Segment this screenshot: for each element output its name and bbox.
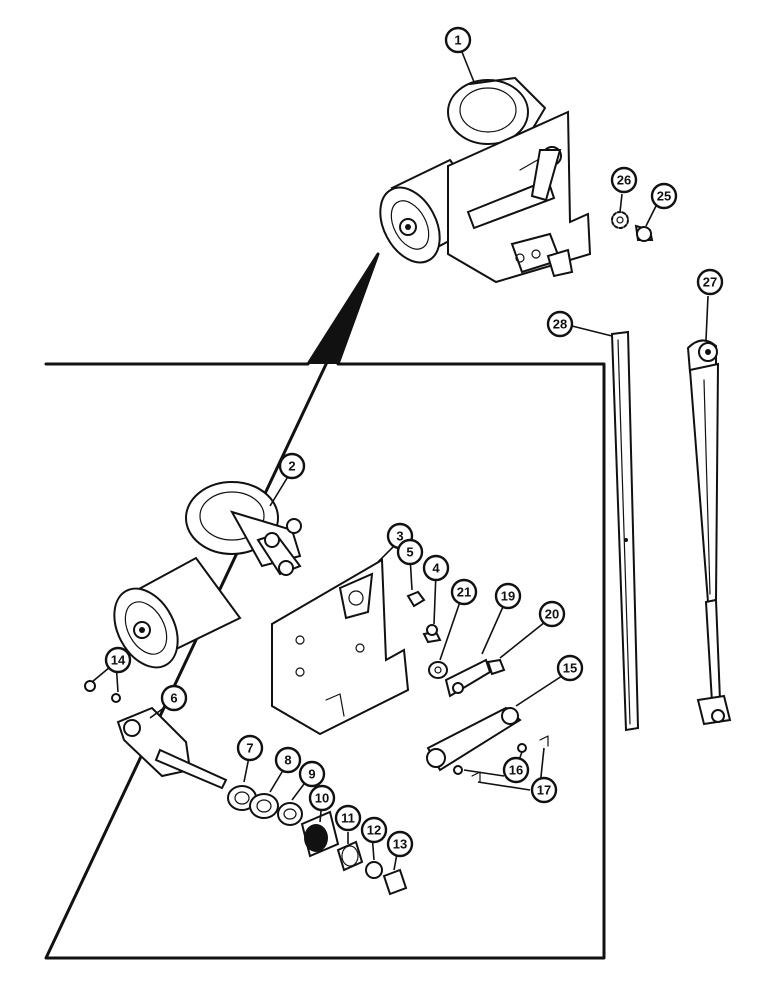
callout-label: 11 [341, 811, 355, 826]
callout-label: 13 [393, 837, 407, 852]
callout-label: 3 [396, 529, 403, 544]
callout-10: 10 [308, 784, 336, 812]
callout-28: 28 [546, 310, 574, 338]
callout-label: 7 [246, 741, 253, 756]
callout-label: 27 [703, 275, 717, 290]
callout-label: 25 [657, 189, 671, 204]
callout-11: 11 [334, 804, 362, 832]
callout-label: 14 [111, 653, 126, 668]
assembled-wiper-motor [379, 77, 592, 284]
callout-26: 26 [610, 166, 638, 194]
inset-mounting-bracket [271, 558, 410, 736]
callout-13: 13 [386, 830, 414, 858]
callout-12: 12 [360, 816, 388, 844]
callout-label: 26 [617, 173, 631, 188]
callout-7: 7 [236, 734, 264, 762]
wiper-blade [610, 330, 640, 732]
inset-crank [116, 706, 228, 790]
inset-washers-bushings [227, 785, 408, 896]
callout-label: 16 [509, 763, 523, 778]
callout-5: 5 [396, 538, 424, 566]
callout-label: 6 [170, 691, 177, 706]
callout-label: 9 [308, 767, 315, 782]
inset-link-arm [426, 706, 549, 783]
callout-17: 17 [530, 776, 558, 804]
callout-label: 28 [553, 317, 567, 332]
callout-label: 8 [284, 753, 291, 768]
callout-label: 17 [537, 783, 551, 798]
callout-14: 14 [104, 646, 132, 674]
callout-2: 2 [278, 452, 306, 480]
callout-4: 4 [422, 554, 450, 582]
callout-label: 4 [432, 561, 440, 576]
callout-label: 10 [315, 791, 329, 806]
callout-25: 25 [650, 182, 678, 210]
lock-washer-26 [611, 211, 629, 229]
callout-label: 20 [545, 607, 559, 622]
callout-label: 5 [406, 545, 413, 560]
callout-27: 27 [696, 268, 724, 296]
screw-25 [634, 224, 654, 242]
callout-6: 6 [160, 684, 188, 712]
callout-20: 20 [538, 600, 566, 628]
callout-16: 16 [502, 756, 530, 784]
callout-label: 1 [454, 33, 461, 48]
callout-21: 21 [450, 578, 478, 606]
callout-9: 9 [298, 760, 326, 788]
callout-19: 19 [494, 582, 522, 610]
callout-15: 15 [556, 654, 584, 682]
callout-1: 1 [444, 26, 472, 54]
inset-wiper-motor [113, 481, 302, 669]
callout-label: 21 [457, 585, 471, 600]
callout-label: 15 [563, 661, 577, 676]
detail-inset-frame [44, 252, 606, 960]
callout-label: 12 [367, 823, 381, 838]
wiper-arm [686, 339, 732, 726]
callout-label: 19 [501, 589, 515, 604]
callout-label: 2 [288, 459, 295, 474]
inset-hardware [84, 590, 506, 703]
callout-8: 8 [274, 746, 302, 774]
